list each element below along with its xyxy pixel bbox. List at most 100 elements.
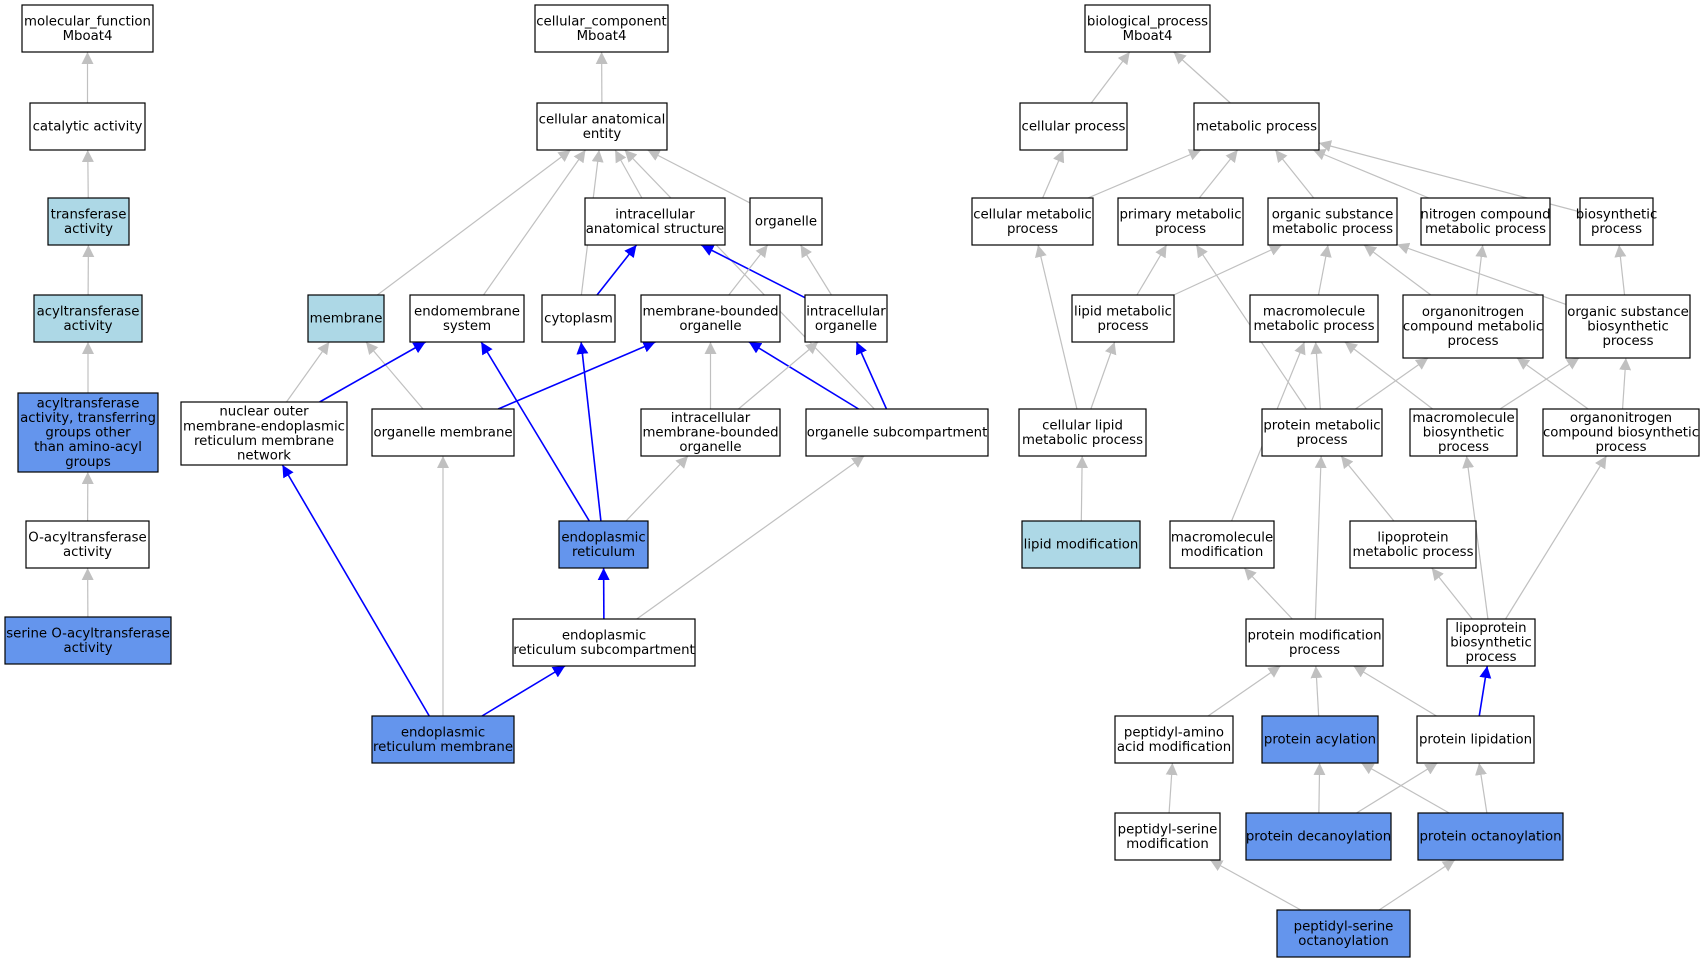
- edge-psm-to-pam: [1165, 762, 1178, 814]
- edge-pmp-to-metabolic_process: [1198, 149, 1239, 199]
- term-label: membrane: [310, 312, 383, 327]
- edge-pacyl-to-pmod: [1310, 665, 1323, 717]
- edge-er-to-endomembrane: [480, 341, 590, 522]
- term-label-line: cellular anatomical: [539, 112, 666, 127]
- term-box: [558, 520, 649, 569]
- edge-org_membrane-to-membrane: [365, 341, 424, 410]
- term-box: [534, 4, 669, 53]
- term-box: [1071, 294, 1175, 343]
- term-box: [1114, 812, 1221, 861]
- edge-osbp-to-biosynthetic: [1614, 244, 1627, 296]
- edge-lmp-to-osmp: [1173, 244, 1282, 296]
- edge-er-to-imbo: [625, 455, 689, 522]
- term-label-line: cellular lipid: [1042, 418, 1123, 433]
- term-box: [1416, 715, 1535, 764]
- term-box: [180, 401, 348, 466]
- term-box: [541, 294, 616, 343]
- term-box: [804, 294, 888, 343]
- term-label-line: process: [1155, 222, 1206, 237]
- term-label-line: metabolic process: [1253, 319, 1374, 334]
- edge-er_membrane-to-er_subcomp: [481, 665, 566, 717]
- term-label-line: process: [1595, 440, 1646, 455]
- term-box: [29, 102, 146, 151]
- term-label-line: modification: [1181, 545, 1264, 560]
- term-label-line: octanoylation: [1298, 934, 1389, 949]
- edge-org_subcomp-to-io: [855, 341, 888, 410]
- term-label-line: peptidyl-serine: [1294, 919, 1394, 934]
- term-label-line: process: [1438, 440, 1489, 455]
- edge-pdec-to-plipid: [1356, 762, 1438, 814]
- term-label-line: organic substance: [1567, 305, 1689, 320]
- term-node-pacyl[interactable]: protein acylation: [1261, 715, 1379, 764]
- term-label: cytoplasm: [544, 312, 613, 327]
- term-label-line: cellular_component: [536, 14, 667, 29]
- term-box: [1245, 618, 1384, 667]
- term-node-pdec[interactable]: protein decanoylation: [1245, 812, 1392, 861]
- term-node-cellular-process[interactable]: cellular process: [1019, 102, 1128, 151]
- term-label-line: organonitrogen: [1422, 305, 1524, 320]
- edge-ncmp-to-metabolic_process: [1312, 149, 1430, 199]
- term-label-line: organelle: [815, 319, 877, 334]
- term-node-org-membrane[interactable]: organelle membrane: [371, 408, 515, 457]
- term-node-metabolic-process[interactable]: metabolic process: [1193, 102, 1320, 151]
- term-box: [1261, 715, 1379, 764]
- term-node-cytoplasm[interactable]: cytoplasm: [541, 294, 616, 343]
- term-node-catalytic[interactable]: catalytic activity: [29, 102, 146, 151]
- term-node-membrane[interactable]: membrane: [307, 294, 385, 343]
- term-node-lipid-mod[interactable]: lipid modification: [1021, 520, 1141, 569]
- term-node-poct[interactable]: protein octanoylation: [1417, 812, 1564, 861]
- edge-org_subcomp-to-mbo: [748, 341, 859, 410]
- term-node-organelle[interactable]: organelle: [749, 197, 823, 246]
- term-node-plipid[interactable]: protein lipidation: [1416, 715, 1535, 764]
- term-box: [1019, 102, 1128, 151]
- term-node-org-subcomp[interactable]: organelle subcompartment: [805, 408, 989, 457]
- edge-membrane-to-cae: [376, 149, 572, 296]
- term-label-line: process: [1447, 334, 1498, 349]
- term-box: [21, 4, 154, 53]
- term-box: [1018, 408, 1147, 457]
- edge-plipid-to-pmod: [1353, 665, 1437, 717]
